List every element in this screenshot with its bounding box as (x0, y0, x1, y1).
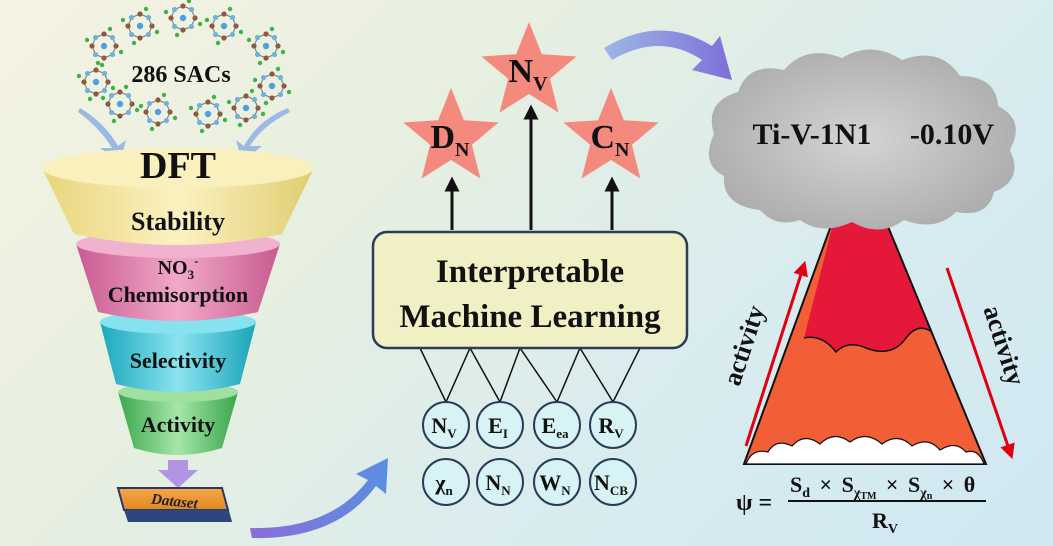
ml-model-block: Interpretable Machine Learning (371, 230, 689, 403)
funnel-stage-chemisorption (76, 235, 280, 321)
feature-node-label: NCB (594, 470, 628, 498)
sacs-label: 286 SACs (131, 62, 230, 88)
feature-node-label: NV (431, 413, 457, 441)
descriptor-formula: ψ = Sd × SχTM × Sχn × θ RV (736, 472, 986, 537)
star-cn-icon (563, 88, 659, 179)
curved-arrow-left-icon (78, 108, 126, 162)
sac-molecule-cluster (76, 0, 292, 134)
dataset-label: Dataset (149, 492, 199, 513)
key-descriptors: DN NV CN (403, 22, 659, 179)
sac-molecule-icon (204, 6, 244, 46)
feature-node (476, 458, 524, 506)
feature-node (422, 401, 470, 449)
network-edge (612, 347, 641, 403)
funnel-stage-activity (118, 386, 238, 455)
network-edge (556, 347, 581, 403)
sac-molecule-icon (226, 88, 266, 128)
sac-molecule-icon (138, 92, 178, 132)
ml-box (371, 230, 689, 350)
feature-nodes: NV EI Eea RV χn NN WN NCB (422, 401, 637, 506)
sac-molecule-icon (100, 84, 140, 124)
feature-node-label: Eea (542, 413, 569, 441)
feature-node-label: EI (488, 413, 508, 441)
star-dn-label: DN (430, 119, 470, 161)
volcano-plot: activity activity (717, 211, 1031, 465)
feature-node-label: χn (434, 470, 453, 498)
network-edge (519, 347, 558, 403)
funnel-selectivity-label: Selectivity (130, 348, 227, 373)
network-connections (419, 347, 641, 403)
funnel-stage-selectivity (100, 315, 256, 392)
activity-arrow-up-icon (744, 260, 808, 447)
feature-node (476, 401, 524, 449)
screening-funnel: DFT Stability NO3- Chemisorption Selecti… (42, 145, 314, 455)
activity-label-left: activity (717, 302, 770, 389)
network-edge (445, 347, 471, 403)
sac-molecule-icon (188, 94, 228, 134)
ml-line2: Machine Learning (399, 299, 661, 335)
star-nv-label: NV (508, 53, 548, 95)
curved-arrow-to-result-icon (604, 30, 732, 80)
volcano-base (745, 435, 985, 465)
sac-molecule-icon (246, 26, 286, 66)
feature-node (533, 458, 581, 506)
feature-node (589, 458, 637, 506)
funnel-dft-label: DFT (140, 145, 216, 187)
network-edge (469, 347, 501, 403)
network-edge (579, 347, 614, 403)
funnel-activity-label: Activity (141, 412, 216, 437)
network-edge (499, 347, 521, 403)
feature-node-label: RV (598, 413, 624, 441)
network-edge (419, 347, 447, 403)
curved-arrow-to-ml-icon (250, 458, 388, 539)
feature-node (589, 401, 637, 449)
sac-molecule-icon (163, 0, 203, 38)
down-arrow-icon (158, 460, 198, 488)
volcano-top (804, 212, 932, 352)
activity-arrow-down-icon (945, 267, 1015, 460)
ml-line1: Interpretable (436, 254, 624, 290)
volcano-boundary (803, 327, 933, 354)
sac-molecule-icon (120, 6, 160, 46)
funnel-chemisorption-label: Chemisorption (108, 282, 249, 307)
formula-lhs: ψ = (736, 490, 772, 516)
result-potential: -0.10V (910, 118, 994, 151)
feature-node-label: NN (485, 470, 511, 498)
feature-node (533, 401, 581, 449)
result-catalyst: Ti-V-1N1 (753, 118, 872, 151)
star-nv-icon (481, 22, 577, 113)
sac-molecule-icon (76, 62, 116, 102)
cloud-shape (708, 49, 1016, 230)
sac-molecule-icon (252, 66, 292, 106)
star-cn-label: CN (590, 119, 630, 161)
feature-node-label: WN (539, 470, 571, 498)
funnel-stability-label: Stability (131, 207, 225, 236)
star-dn-icon (403, 88, 499, 179)
funnel-no3-label: NO3- (158, 253, 199, 282)
formula-numerator: Sd × SχTM × Sχn × θ (790, 472, 975, 504)
dataset-block: Dataset (116, 487, 232, 522)
feature-node (422, 458, 470, 506)
funnel-rim-dft (42, 148, 314, 188)
formula-denominator: RV (872, 508, 898, 537)
result-cloud: Ti-V-1N1 -0.10V (708, 49, 1016, 230)
sac-molecule-icon (84, 26, 124, 66)
curved-arrow-right-icon (236, 108, 290, 162)
